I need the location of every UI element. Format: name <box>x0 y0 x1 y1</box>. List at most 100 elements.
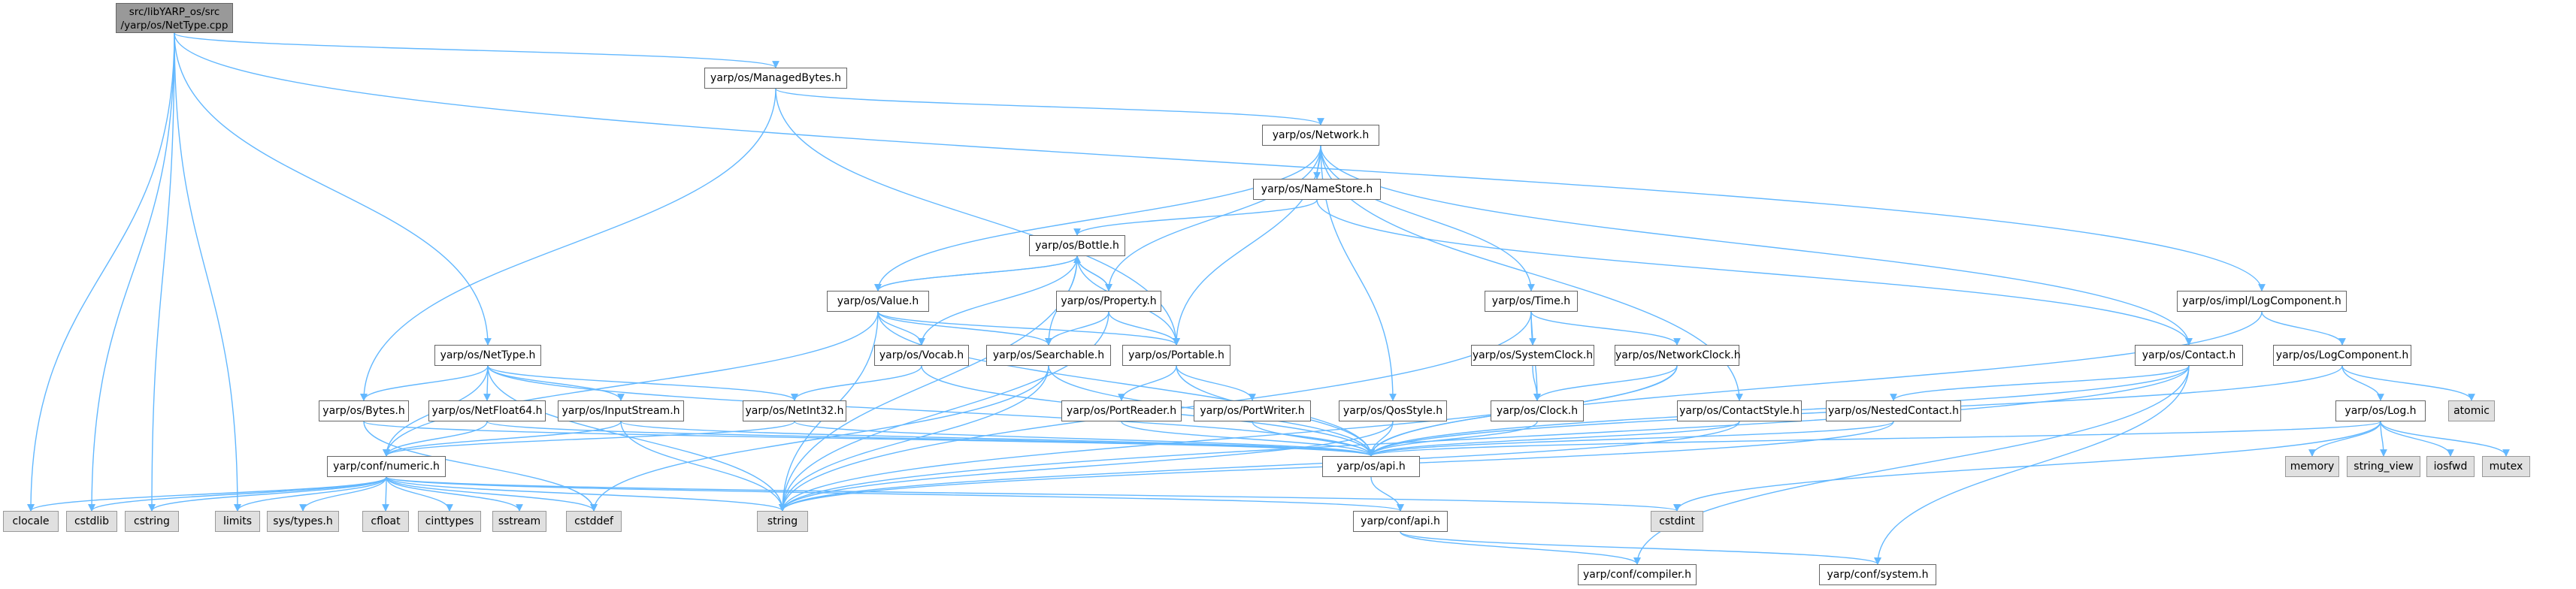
edge-confapi-to-system <box>1400 531 1881 565</box>
node-cstdint: cstdint <box>1651 511 1703 532</box>
edge-inputstream-to-numeric <box>383 421 622 457</box>
edge-netint32-to-numeric <box>383 421 795 457</box>
node-atomic: atomic <box>2448 400 2495 421</box>
root-label-line2: /yarp/os/NetType.cpp <box>120 20 229 32</box>
node-inputstream[interactable]: yarp/os/InputStream.h <box>558 400 684 421</box>
edge-namestore-to-contact <box>1316 199 2193 346</box>
node-namestore[interactable]: yarp/os/NameStore.h <box>1253 179 1381 200</box>
node-systemclock[interactable]: yarp/os/SystemClock.h <box>1471 345 1594 366</box>
edge-numeric-to-sstream <box>386 476 523 512</box>
node-cstdlib: cstdlib <box>66 511 117 532</box>
edge-networkclock-to-clock <box>1533 365 1678 401</box>
edge-contact-to-nestedcontact <box>1890 365 2190 401</box>
node-cstddef: cstddef <box>566 511 622 532</box>
edge-numeric-to-cstddef <box>386 476 598 512</box>
edge-nestedcontact-to-osapi <box>1367 421 1894 457</box>
edge-log-to-string_view <box>2380 421 2387 457</box>
edge-contactstyle-to-osapi <box>1367 421 1740 457</box>
node-os-api[interactable]: yarp/os/api.h <box>1322 456 1420 477</box>
node-sstream: sstream <box>492 511 546 532</box>
edge-root-to-nettype <box>174 32 492 346</box>
node-contactstyle[interactable]: yarp/os/ContactStyle.h <box>1677 400 1802 421</box>
edge-managedbytes-to-network <box>775 88 1324 125</box>
edge-root-to-impllogcomponent <box>174 32 2266 291</box>
edge-osapi-to-confapi <box>1370 476 1404 512</box>
edge-numeric-to-limits <box>234 476 387 512</box>
node-property[interactable]: yarp/os/Property.h <box>1056 291 1161 312</box>
edge-numeric-to-cstring <box>148 476 387 512</box>
node-mutex: mutex <box>2482 456 2530 477</box>
edge-value-to-vocab <box>877 311 925 346</box>
node-portwriter[interactable]: yarp/os/PortWriter.h <box>1194 400 1311 421</box>
node-nettype[interactable]: yarp/os/NetType.h <box>434 345 541 366</box>
node-impl-logcomponent[interactable]: yarp/os/impl/LogComponent.h <box>2177 291 2347 312</box>
edge-contact-to-system <box>1874 365 2190 565</box>
node-nestedcontact[interactable]: yarp/os/NestedContact.h <box>1826 400 1961 421</box>
edge-inputstream-to-osapi <box>620 421 1375 457</box>
edge-managedbytes-to-bytes <box>360 88 776 401</box>
node-string-view: string_view <box>2347 456 2420 477</box>
edge-bottle-to-vocab <box>918 255 1078 346</box>
edge-confapi-to-compiler <box>1400 531 1641 565</box>
edge-netint32-to-osapi <box>794 421 1375 457</box>
node-bytes[interactable]: yarp/os/Bytes.h <box>319 400 409 421</box>
node-network[interactable]: yarp/os/Network.h <box>1262 125 1379 146</box>
edge-numeric-to-cstdlib <box>88 476 387 512</box>
edge-qosstyle-to-string <box>779 421 1394 512</box>
node-value[interactable]: yarp/os/Value.h <box>827 291 929 312</box>
node-qosstyle[interactable]: yarp/os/QosStyle.h <box>1339 400 1447 421</box>
node-log[interactable]: yarp/os/Log.h <box>2335 400 2426 421</box>
edge-numeric-to-string <box>386 476 786 512</box>
node-netfloat64[interactable]: yarp/os/NetFloat64.h <box>428 400 546 421</box>
node-netint32[interactable]: yarp/os/NetInt32.h <box>743 400 846 421</box>
edge-bytes-to-cstddef <box>363 421 598 512</box>
edge-contact-to-string <box>779 365 2190 512</box>
edge-value-to-bottle <box>877 255 1081 291</box>
edge-value-to-searchable <box>877 311 1052 346</box>
edge-value-to-numeric <box>383 311 879 457</box>
edge-portable-to-portreader <box>1118 365 1177 401</box>
node-memory: memory <box>2285 456 2339 477</box>
node-cfloat: cfloat <box>362 511 409 532</box>
edge-network-to-property <box>1105 145 1321 291</box>
edge-nettype-to-netint32 <box>487 365 798 401</box>
edge-log-to-osapi <box>1367 421 2381 457</box>
edge-portable-to-portwriter <box>1176 365 1256 401</box>
edge-logcomponent-to-log <box>2341 365 2384 401</box>
edge-root-to-clocale <box>27 32 175 512</box>
edge-logcomponent-to-atomic <box>2341 365 2475 401</box>
edge-root-to-managedbytes <box>174 32 779 68</box>
root-label-line1: src/libYARP_os/src <box>129 6 220 18</box>
node-conf-numeric[interactable]: yarp/conf/numeric.h <box>327 456 446 477</box>
node-portreader[interactable]: yarp/os/PortReader.h <box>1061 400 1182 421</box>
node-time[interactable]: yarp/os/Time.h <box>1485 291 1578 312</box>
edge-root-to-limits <box>174 32 241 512</box>
node-portable[interactable]: yarp/os/Portable.h <box>1122 345 1230 366</box>
edge-root-to-cstring <box>148 32 175 512</box>
node-conf-system[interactable]: yarp/conf/system.h <box>1819 564 1936 585</box>
edge-root-to-cstdlib <box>88 32 175 512</box>
edge-log-to-memory <box>2308 421 2381 457</box>
edge-network-to-value <box>874 145 1321 291</box>
edge-numeric-to-clocale <box>27 476 387 512</box>
node-vocab[interactable]: yarp/os/Vocab.h <box>874 345 969 366</box>
node-clock[interactable]: yarp/os/Clock.h <box>1491 400 1584 421</box>
node-conf-api[interactable]: yarp/conf/api.h <box>1353 511 1448 532</box>
node-sys-types: sys/types.h <box>267 511 339 532</box>
node-bottle[interactable]: yarp/os/Bottle.h <box>1029 235 1125 256</box>
node-conf-compiler[interactable]: yarp/conf/compiler.h <box>1578 564 1697 585</box>
node-logcomponent[interactable]: yarp/os/LogComponent.h <box>2273 345 2411 366</box>
node-contact[interactable]: yarp/os/Contact.h <box>2135 345 2243 366</box>
node-managedbytes[interactable]: yarp/os/ManagedBytes.h <box>704 68 847 89</box>
edge-networkclock-to-string <box>779 365 1678 512</box>
edge-log-to-mutex <box>2380 421 2510 457</box>
edge-vocab-to-netint32 <box>791 365 922 401</box>
node-networkclock[interactable]: yarp/os/NetworkClock.h <box>1615 345 1741 366</box>
edge-portreader-to-osapi <box>1121 421 1375 457</box>
edge-network-to-time <box>1320 145 1535 291</box>
edge-time-to-networkclock <box>1530 311 1681 346</box>
node-iosfwd: iosfwd <box>2426 456 2475 477</box>
node-searchable[interactable]: yarp/os/Searchable.h <box>986 345 1111 366</box>
node-clocale: clocale <box>3 511 59 532</box>
node-limits: limits <box>215 511 260 532</box>
